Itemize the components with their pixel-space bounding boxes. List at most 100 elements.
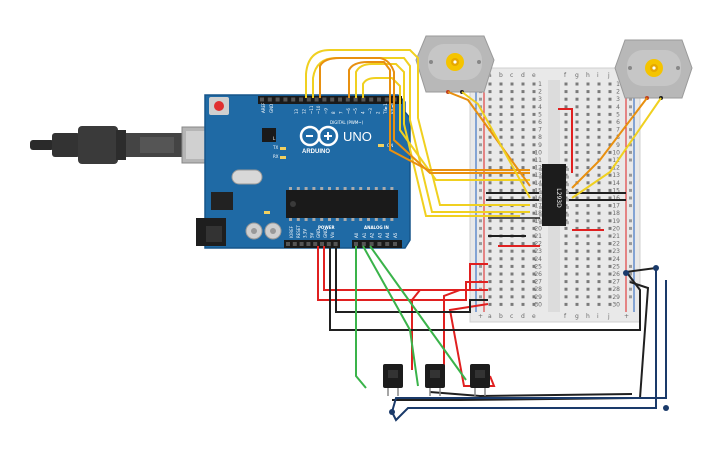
bb-row-number: 14 [612, 180, 620, 187]
power-pin-label: GND [323, 229, 328, 238]
rx-label: RX [273, 154, 279, 159]
bb-row-number: 15 [612, 187, 620, 194]
brand-label: ARDUINO [302, 149, 330, 155]
bb-row-number: 12 [612, 165, 620, 172]
plus-label: + [478, 313, 483, 320]
analog-header-label: ANALOG IN [364, 225, 389, 230]
bb-row-number: 9 [538, 142, 542, 149]
bb-row-number: 28 [534, 286, 542, 293]
bb-col-letter: h [586, 313, 590, 320]
power-pin-label: Vin [330, 231, 335, 238]
ground-wire-navy[interactable] [391, 270, 657, 422]
vcc-jumper-wire[interactable] [558, 108, 573, 173]
reset-button[interactable] [209, 97, 229, 115]
power-header-label: POWER [318, 225, 335, 230]
motor-lead-wire[interactable] [461, 91, 531, 199]
bb-col-letter: b [499, 313, 503, 320]
aref-pin-label: AREF [261, 102, 266, 113]
bb-row-number: 9 [616, 142, 620, 149]
bb-col-letter: j [607, 313, 610, 320]
bb-row-number: 30 [612, 301, 620, 308]
bb-row-number: 10 [534, 149, 542, 156]
button-power-wire[interactable] [443, 289, 488, 380]
power-pin-label: RESET [296, 225, 301, 238]
signal-wire-orange[interactable] [319, 57, 341, 98]
bb-row-number: 13 [612, 172, 620, 179]
bb-row-number: 12 [534, 165, 542, 172]
bb-col-letter: g [575, 72, 579, 79]
push-button-2[interactable] [425, 364, 445, 396]
analog-pin-label: A5 [393, 232, 398, 238]
button-power-wire[interactable] [448, 303, 496, 387]
analog-wire-green[interactable] [355, 246, 367, 389]
bb-row-number: 5 [616, 111, 620, 118]
signal-wire-yellow[interactable] [362, 77, 530, 181]
ground-wire[interactable] [429, 391, 633, 398]
bb-col-letter: d [521, 313, 525, 320]
power-wire-5v[interactable] [317, 246, 488, 301]
dc-motor-left[interactable] [415, 35, 495, 94]
bb-row-number: 25 [612, 263, 620, 270]
tx-label: TX [272, 145, 278, 150]
digital-header-label: DIGITAL (PWM~) [330, 120, 364, 125]
bb-col-letter: a [488, 313, 492, 320]
bb-row-number: 29 [534, 294, 542, 301]
digital-pin-label: ~3 [368, 108, 373, 114]
digital-pin-label: 7 [338, 111, 343, 114]
digital-pin-label: 13 [294, 108, 299, 114]
bb-row-number: 16 [612, 195, 620, 202]
push-button-3[interactable] [470, 364, 490, 396]
signal-wire-orange[interactable] [340, 57, 530, 174]
bb-row-number: 2 [538, 89, 542, 96]
signal-wire-yellow[interactable] [305, 49, 530, 206]
arduino-logo-icon [299, 125, 339, 147]
usb-cable-icon[interactable] [30, 126, 223, 164]
bb-col-letter: f [564, 72, 567, 79]
digital-pin-label: ~5 [353, 108, 358, 114]
bb-row-number: 24 [612, 256, 620, 263]
motor-lead-wire[interactable] [571, 97, 662, 199]
analog-pin-label: A1 [362, 232, 367, 238]
ground-wire-navy[interactable] [391, 280, 667, 413]
push-button-1[interactable] [383, 364, 403, 396]
bb-row-number: 3 [538, 96, 542, 103]
bb-row-number: 22 [612, 241, 620, 248]
digital-pin-label: 8 [331, 111, 336, 114]
digital-header [258, 96, 402, 104]
gnd-pin-label: GND [269, 104, 274, 113]
l293d-chip[interactable]: L293D [539, 164, 569, 226]
analog-pin-label: A2 [370, 232, 375, 238]
bb-col-letter: h [586, 72, 590, 79]
power-pin-label: 5V [309, 232, 314, 238]
digital-pin-label: ~9 [324, 108, 329, 114]
power-wire-5v[interactable] [323, 246, 488, 291]
bb-col-letter: i [597, 72, 599, 79]
bb-row-number: 13 [534, 172, 542, 179]
power-header [284, 240, 340, 248]
dc-motor-right[interactable] [614, 39, 693, 100]
l-label: L [273, 136, 276, 141]
signal-wire-yellow[interactable] [355, 63, 520, 217]
ground-wire[interactable] [335, 246, 488, 313]
motor-lead-wire[interactable] [571, 97, 648, 189]
bb-row-number: 14 [534, 180, 542, 187]
motor-gear-icon [446, 53, 464, 71]
atmega-chip [286, 187, 398, 221]
motor-lead-wire[interactable] [447, 91, 531, 187]
bb-col-letter: d [521, 72, 525, 79]
digital-pin-label: 12 [301, 108, 306, 114]
chip-label: L293D [555, 188, 562, 208]
digital-pin-label: ~11 [309, 105, 314, 114]
power-pin-label: GND [316, 229, 321, 238]
ground-wire[interactable] [625, 267, 657, 273]
analog-wire-green[interactable] [369, 245, 467, 381]
bb-row-number: 20 [612, 225, 620, 232]
bb-row-number: 11 [534, 157, 542, 164]
bb-row-number: 1 [538, 81, 542, 88]
analog-wire-green[interactable] [362, 245, 419, 387]
bb-row-number: 7 [538, 127, 542, 134]
signal-wire-orange[interactable] [348, 61, 530, 171]
bb-col-letter: e [532, 313, 536, 320]
